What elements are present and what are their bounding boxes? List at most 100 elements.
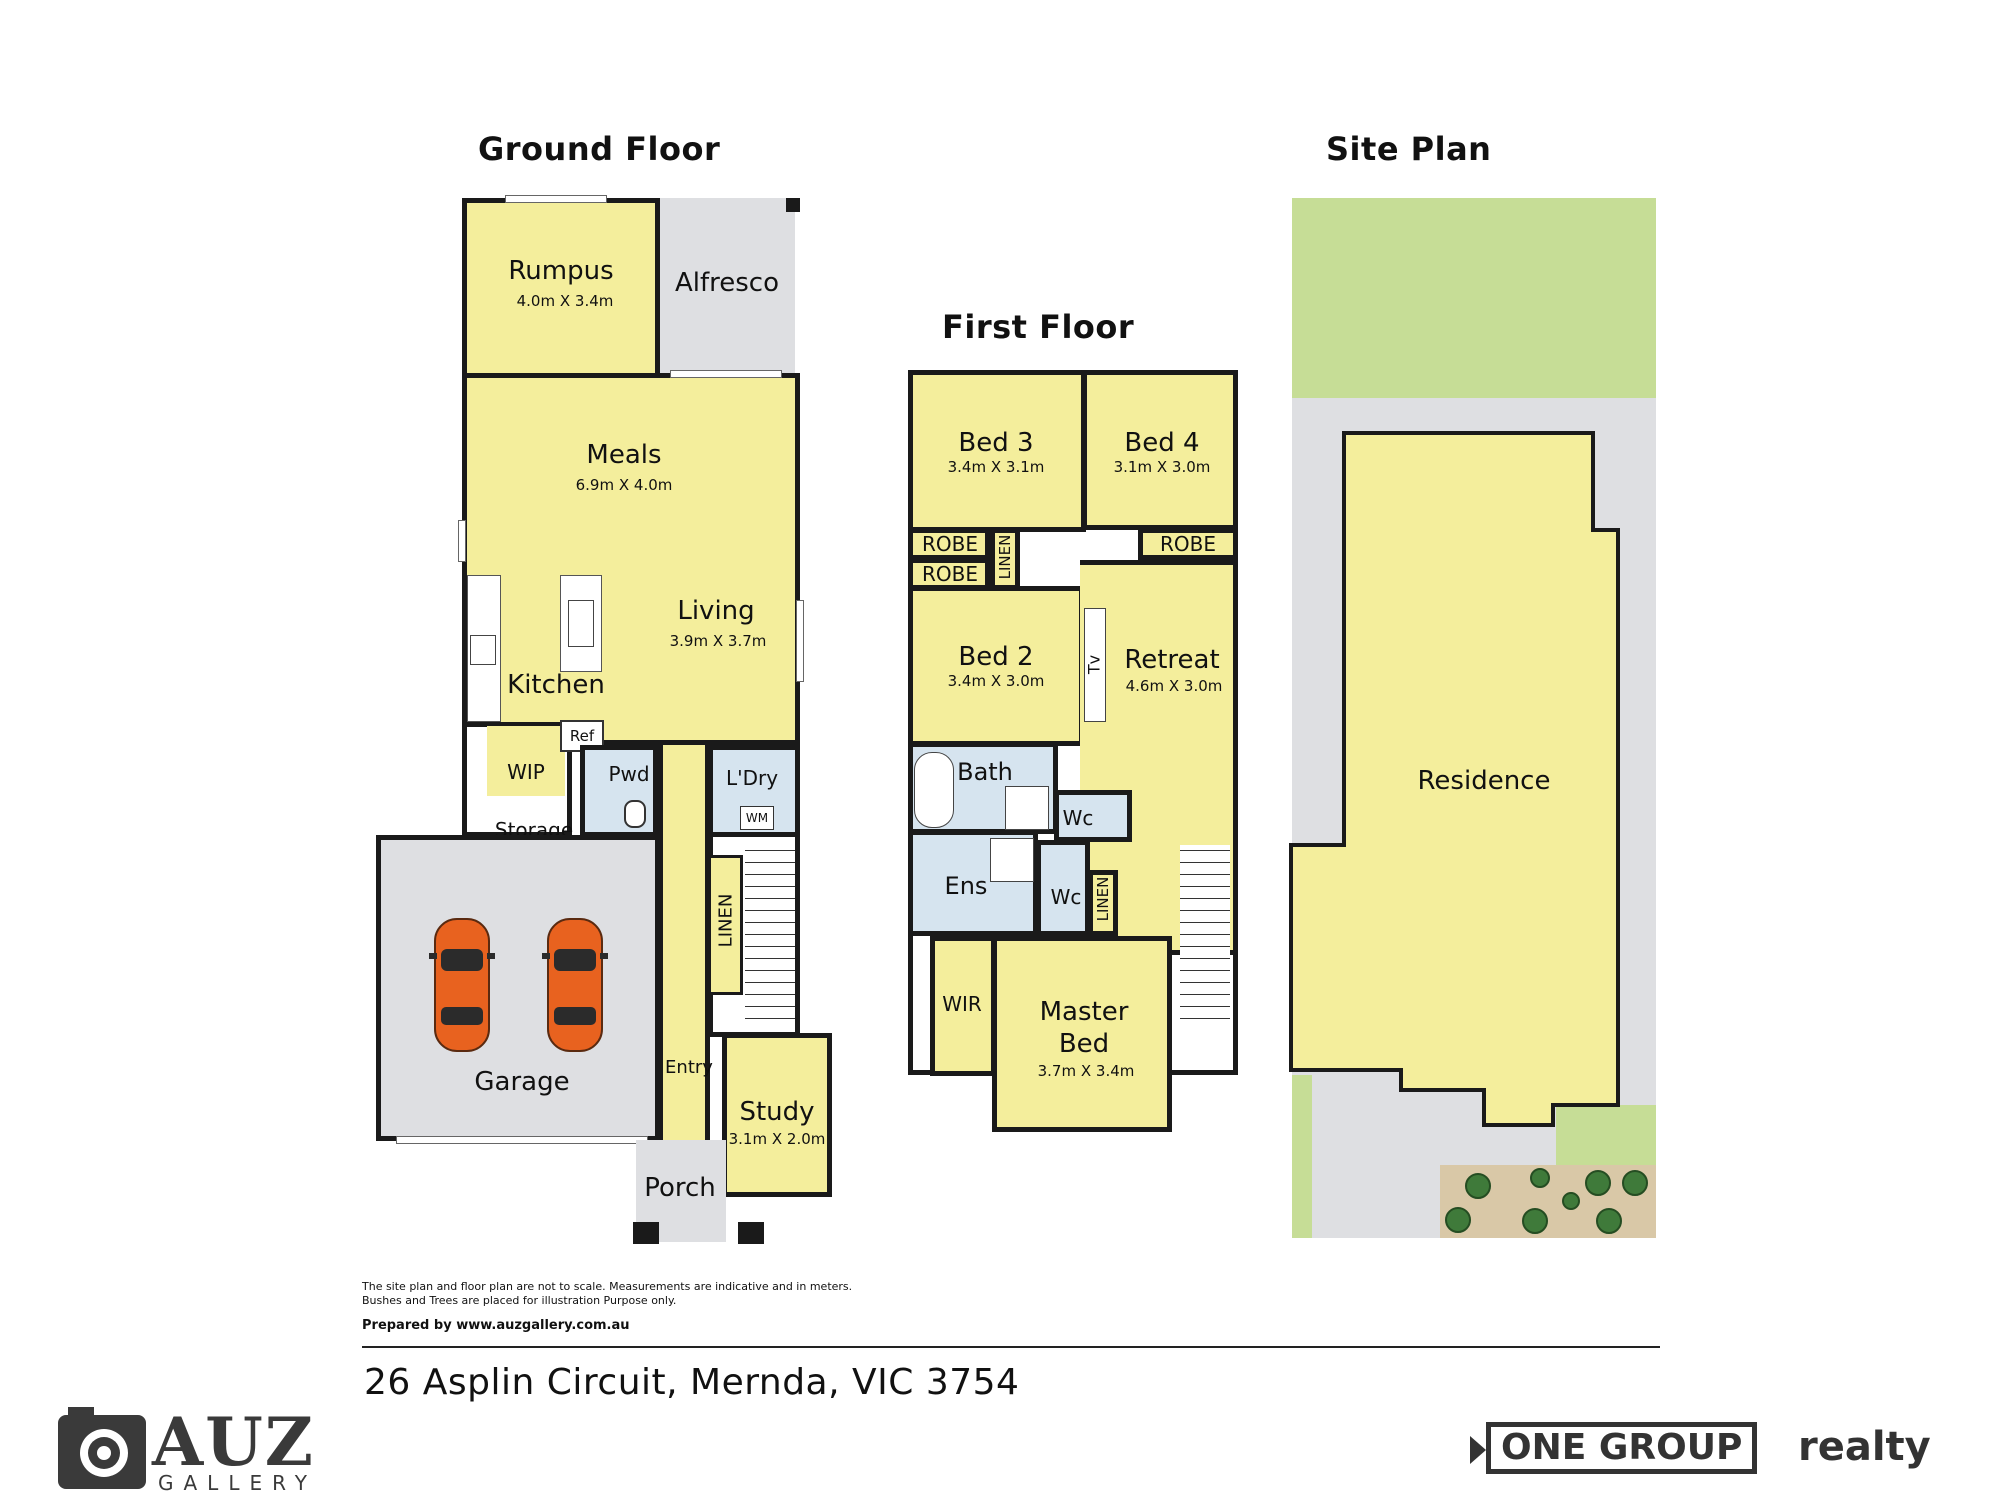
bed4-room	[1082, 370, 1238, 530]
property-address: 26 Asplin Circuit, Mernda, VIC 3754	[364, 1362, 1020, 1403]
bath-label: Bath	[957, 758, 1013, 786]
linen-cupboard	[708, 855, 743, 995]
staircase	[1180, 845, 1230, 1030]
auz-gallery-logo: AUZ GALLERY	[54, 1403, 334, 1495]
front-lawn	[1556, 1105, 1656, 1165]
garage-label: Garage	[474, 1067, 570, 1097]
washing-machine-label: WM	[740, 806, 774, 830]
rumpus-room	[462, 198, 660, 378]
one-group-realty-logo: ONE GROUP realty	[1470, 1422, 1940, 1482]
rumpus-dimensions: 4.0m X 3.4m	[516, 292, 614, 310]
study-label: Study	[739, 1097, 815, 1127]
meals-label: Meals	[586, 440, 662, 470]
ground-floor-title: Ground Floor	[478, 130, 721, 168]
tree-icon	[1622, 1170, 1648, 1196]
wip-room	[487, 726, 565, 796]
tree-icon	[1530, 1168, 1550, 1188]
alfresco-label: Alfresco	[674, 268, 780, 298]
wc1-label: Wc	[1062, 806, 1094, 830]
toilet-icon	[624, 800, 646, 828]
tree-icon	[1465, 1173, 1491, 1199]
garage-door	[396, 1136, 648, 1144]
linen-bottom-label: LINEN	[1094, 876, 1112, 922]
robe3-label: ROBE	[1160, 532, 1216, 556]
bed4-label: Bed 4	[1124, 428, 1200, 458]
master-label: Master Bed	[1039, 997, 1129, 1059]
meals-living-kitchen-room	[462, 373, 800, 745]
retreat-label: Retreat	[1124, 645, 1220, 675]
robe2-label: ROBE	[922, 562, 978, 586]
living-dimensions: 3.9m X 3.7m	[669, 632, 767, 650]
master-dimensions: 3.7m X 3.4m	[1037, 1062, 1135, 1080]
garage-room	[376, 835, 660, 1141]
post	[738, 1222, 764, 1244]
tv-label: Tv	[1084, 654, 1104, 675]
bed2-room	[908, 586, 1084, 746]
living-label: Living	[677, 596, 755, 626]
sliding-door	[670, 370, 782, 378]
camera-icon	[58, 1407, 146, 1489]
study-room	[722, 1033, 832, 1197]
wc1-room	[1054, 790, 1132, 842]
bed2-dimensions: 3.4m X 3.0m	[947, 672, 1045, 690]
wir-label: WIR	[942, 992, 982, 1016]
ens-label: Ens	[944, 872, 988, 900]
sink-icon	[568, 600, 594, 647]
auz-wordmark: AUZ	[152, 1403, 315, 1481]
meals-dimensions: 6.9m X 4.0m	[575, 476, 673, 494]
porch-label: Porch	[644, 1173, 716, 1203]
bed3-dimensions: 3.4m X 3.1m	[947, 458, 1045, 476]
post	[633, 1222, 659, 1244]
study-dimensions: 3.1m X 2.0m	[728, 1130, 826, 1148]
tree-icon	[1585, 1170, 1611, 1196]
wc2-room	[1036, 840, 1090, 936]
master-bed-room	[992, 936, 1172, 1132]
linen-top-label: LINEN	[996, 534, 1014, 580]
cooktop-icon	[470, 635, 496, 665]
window	[458, 520, 466, 562]
arrow-icon	[1470, 1436, 1486, 1464]
residence-label: Residence	[1417, 766, 1551, 796]
laundry-label: L'Dry	[725, 766, 779, 790]
kitchen-island	[560, 575, 602, 672]
one-group-box: ONE GROUP	[1486, 1422, 1758, 1474]
staircase	[745, 845, 795, 1030]
alfresco-area	[660, 198, 795, 374]
linen-cupboard-bottom	[1088, 870, 1118, 936]
site-plan-title: Site Plan	[1326, 130, 1492, 168]
divider	[362, 1346, 1660, 1348]
tree-icon	[1562, 1192, 1580, 1210]
pwd-label: Pwd	[608, 762, 650, 786]
back-lawn	[1292, 198, 1656, 398]
tree-icon	[1445, 1207, 1471, 1233]
car-icon	[542, 918, 608, 1052]
tv-unit	[1084, 608, 1106, 722]
window	[796, 600, 804, 682]
powder-room	[580, 745, 658, 837]
prepared-by: Prepared by www.auzgallery.com.au	[362, 1318, 630, 1333]
robe1-label: ROBE	[922, 532, 978, 556]
post	[786, 198, 800, 212]
bathtub-icon	[914, 752, 954, 828]
gallery-wordmark: GALLERY	[158, 1471, 317, 1495]
robe3	[1138, 528, 1238, 560]
first-floor-title: First Floor	[942, 308, 1135, 346]
rumpus-label: Rumpus	[508, 256, 614, 286]
car-icon	[429, 918, 495, 1052]
retreat-dimensions: 4.6m X 3.0m	[1125, 677, 1223, 695]
residence-footprint	[1289, 431, 1620, 1127]
ground-linen-label: LINEN	[715, 893, 737, 948]
window	[505, 195, 607, 203]
hallway	[658, 745, 710, 1140]
bed4-dimensions: 3.1m X 3.0m	[1113, 458, 1211, 476]
kitchen-label: Kitchen	[507, 670, 605, 700]
shower-icon	[1005, 786, 1049, 830]
disclaimer-line-1: The site plan and floor plan are not to …	[362, 1280, 853, 1293]
bed3-label: Bed 3	[958, 428, 1034, 458]
side-lawn	[1292, 1075, 1312, 1238]
bed2-label: Bed 2	[958, 642, 1034, 672]
entry-label: Entry	[665, 1057, 713, 1078]
tree-icon	[1522, 1208, 1548, 1234]
disclaimer-line-2: Bushes and Trees are placed for illustra…	[362, 1294, 677, 1307]
shower-icon	[990, 838, 1034, 882]
